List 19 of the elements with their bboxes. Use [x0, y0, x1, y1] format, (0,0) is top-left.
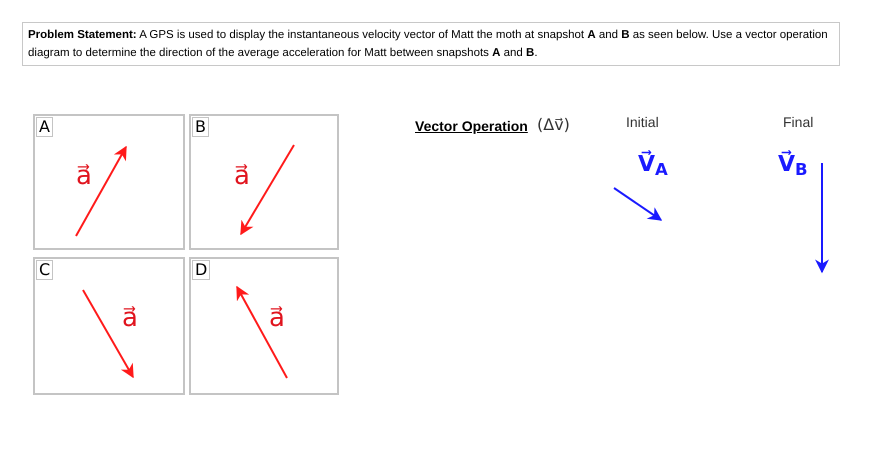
option-panel	[33, 114, 185, 250]
vector-symbol: a⃗	[234, 162, 250, 190]
column-label: Initial	[626, 113, 659, 132]
column-label: Final	[783, 113, 814, 132]
section-heading: Vector Operation	[415, 117, 528, 136]
vector-label: V⃗$_{B}$	[778, 149, 808, 181]
vector-symbol: a⃗	[76, 162, 92, 190]
vector-label: V⃗$_{A}$	[638, 149, 668, 181]
option-letter: A	[36, 117, 53, 137]
formula-label: (Δv⃗)	[537, 114, 570, 136]
problem-statement: Problem Statement: A GPS is used to display the instantaneous velocity vector of Matt the moth at snapshot A and B as seen below. Use a vector operation diagram to determine the direction of the average acceleration for Matt between snapshots A and B.	[22, 22, 840, 66]
option-letter: C	[36, 260, 54, 280]
vector-symbol: a⃗	[122, 304, 138, 332]
option-letter: B	[192, 117, 209, 137]
vector-symbol: a⃗	[269, 304, 285, 332]
option-panel	[189, 257, 339, 395]
option-panel	[189, 114, 339, 250]
option-panel	[33, 257, 185, 395]
option-letter: D	[192, 260, 210, 280]
